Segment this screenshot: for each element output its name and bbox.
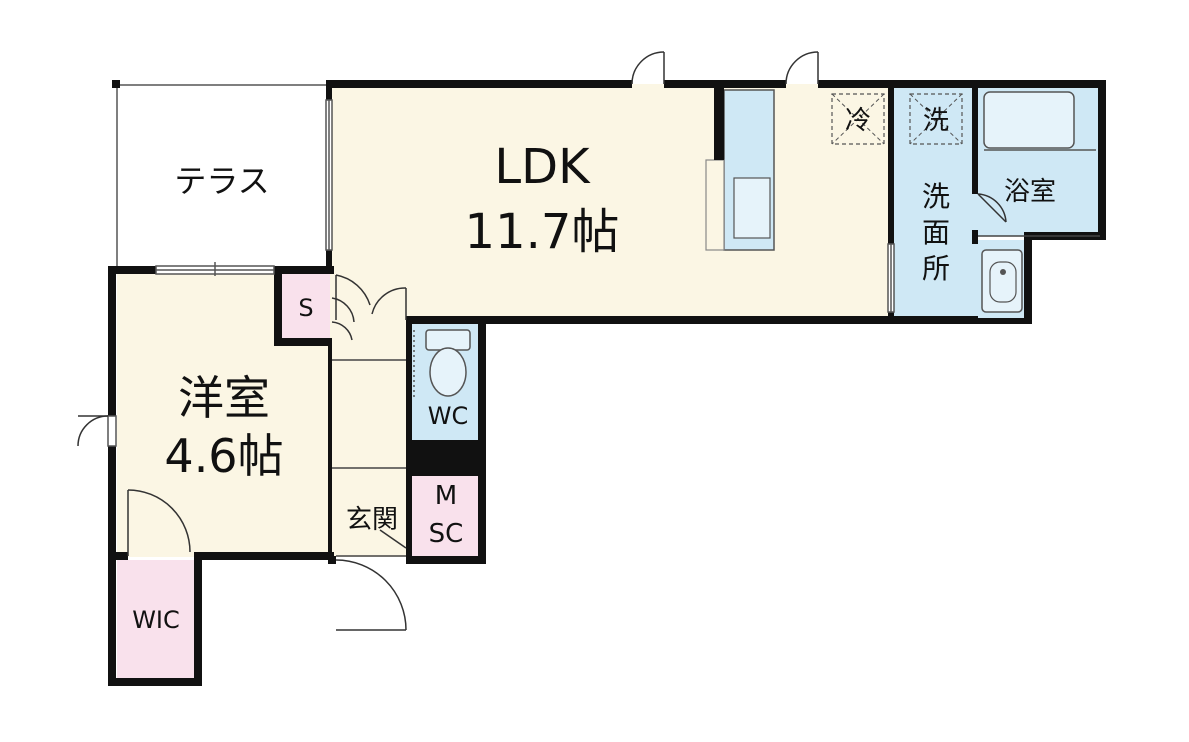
ldk-room bbox=[332, 84, 894, 320]
terrace-area bbox=[116, 84, 331, 269]
washbasin-icon bbox=[981, 249, 1023, 313]
washer-space: 洗 bbox=[909, 93, 963, 145]
entrance-name: 玄関 bbox=[346, 505, 398, 535]
washroom-line3: 所 bbox=[922, 252, 950, 285]
bedroom-name: 洋室 bbox=[178, 371, 270, 425]
windows bbox=[107, 99, 895, 447]
fridge-space: 冷 bbox=[831, 93, 885, 145]
toilet-icon bbox=[425, 329, 471, 397]
msc-room bbox=[412, 475, 482, 557]
washer-label: 洗 bbox=[923, 106, 949, 136]
fridge-label: 冷 bbox=[845, 106, 871, 136]
partitions bbox=[332, 235, 1100, 557]
storage-name: S bbox=[298, 294, 313, 322]
terrace-corner-post bbox=[112, 80, 120, 88]
washroom-line2: 面 bbox=[922, 216, 950, 249]
washroom-line1: 洗 bbox=[922, 180, 950, 213]
bathtub-icon bbox=[983, 91, 1096, 151]
ldk-size: 11.7帖 bbox=[465, 204, 620, 260]
msc-line2: SC bbox=[429, 519, 464, 549]
ldk-name: LDK bbox=[494, 139, 591, 195]
walls bbox=[108, 80, 1106, 686]
wic-room bbox=[117, 560, 197, 680]
kitchen-counter-icon bbox=[705, 88, 775, 251]
storage-room bbox=[282, 272, 330, 340]
bedroom-size: 4.6帖 bbox=[164, 429, 283, 483]
washroom-room bbox=[894, 84, 978, 320]
msc-line1: M bbox=[435, 481, 457, 511]
wic-name: WIC bbox=[132, 606, 180, 634]
door-swing-icon bbox=[77, 51, 1007, 631]
wc-name: WC bbox=[428, 402, 469, 430]
terrace-name: テラス bbox=[174, 162, 269, 200]
bath-name: 浴室 bbox=[1004, 177, 1056, 207]
